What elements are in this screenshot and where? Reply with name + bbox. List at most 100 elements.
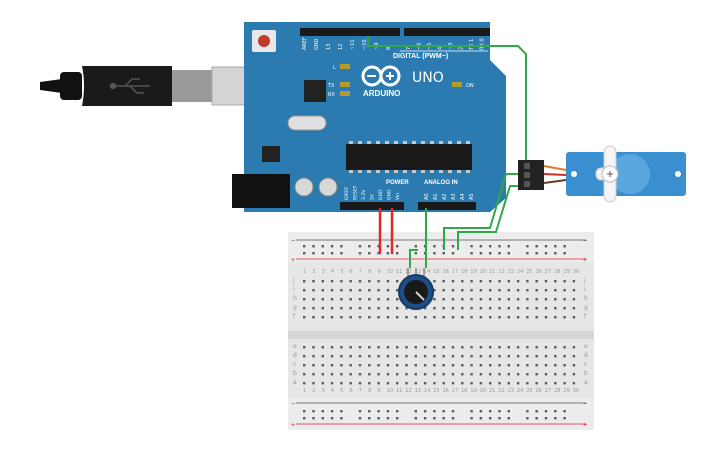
breadboard-hole[interactable] <box>340 298 343 301</box>
breadboard-hole[interactable] <box>330 280 334 283</box>
breadboard-hole[interactable] <box>535 355 538 358</box>
breadboard-hole[interactable] <box>368 355 371 358</box>
breadboard-hole[interactable] <box>442 307 445 310</box>
breadboard-hole[interactable] <box>489 346 492 349</box>
breadboard-hole[interactable] <box>340 346 343 349</box>
breadboard-hole[interactable] <box>572 355 576 358</box>
breadboard-hole[interactable] <box>470 417 473 420</box>
breadboard-hole[interactable] <box>554 316 557 319</box>
breadboard-hole[interactable] <box>312 346 315 349</box>
breadboard-hole[interactable] <box>396 316 399 319</box>
breadboard-hole[interactable] <box>368 298 371 301</box>
breadboard-hole[interactable] <box>461 307 464 310</box>
breadboard-hole[interactable] <box>563 382 566 385</box>
breadboard-hole[interactable] <box>489 316 492 319</box>
breadboard-hole[interactable] <box>479 364 483 367</box>
breadboard-hole[interactable] <box>470 280 473 283</box>
breadboard-hole[interactable] <box>349 355 352 358</box>
breadboard-hole[interactable] <box>433 364 436 367</box>
breadboard-hole[interactable] <box>312 298 315 301</box>
breadboard-hole[interactable] <box>516 298 520 301</box>
breadboard-hole[interactable] <box>470 355 473 358</box>
breadboard-hole[interactable] <box>386 417 390 420</box>
breadboard-hole[interactable] <box>451 373 455 376</box>
breadboard-hole[interactable] <box>312 316 315 319</box>
breadboard-hole[interactable] <box>368 252 371 255</box>
breadboard-hole[interactable] <box>358 245 362 248</box>
breadboard-hole[interactable] <box>396 364 399 367</box>
breadboard-hole[interactable] <box>386 316 390 319</box>
breadboard-hole[interactable] <box>461 298 464 301</box>
breadboard-hole[interactable] <box>321 280 324 283</box>
breadboard-hole[interactable] <box>358 364 362 367</box>
breadboard-hole[interactable] <box>535 346 538 349</box>
breadboard-hole[interactable] <box>358 316 362 319</box>
breadboard-hole[interactable] <box>526 417 529 420</box>
breadboard-hole[interactable] <box>544 252 548 255</box>
breadboard-hole[interactable] <box>442 289 445 292</box>
breadboard-hole[interactable] <box>507 252 510 255</box>
breadboard-hole[interactable] <box>368 245 371 248</box>
breadboard-hole[interactable] <box>368 417 371 420</box>
breadboard-hole[interactable] <box>544 373 548 376</box>
breadboard-hole[interactable] <box>396 245 399 248</box>
breadboard-hole[interactable] <box>303 346 306 349</box>
breadboard-hole[interactable] <box>563 410 566 413</box>
breadboard-hole[interactable] <box>368 410 371 413</box>
breadboard-hole[interactable] <box>396 307 399 310</box>
breadboard-hole[interactable] <box>358 373 362 376</box>
breadboard-hole[interactable] <box>498 355 501 358</box>
breadboard-hole[interactable] <box>368 373 371 376</box>
breadboard-hole[interactable] <box>498 410 501 413</box>
breadboard-hole[interactable] <box>451 245 455 248</box>
breadboard-hole[interactable] <box>516 364 520 367</box>
breadboard-hole[interactable] <box>414 252 417 255</box>
breadboard-hole[interactable] <box>451 307 455 310</box>
breadboard-hole[interactable] <box>479 355 483 358</box>
breadboard-hole[interactable] <box>442 382 445 385</box>
breadboard-hole[interactable] <box>461 289 464 292</box>
breadboard-hole[interactable] <box>358 280 362 283</box>
breadboard-hole[interactable] <box>526 410 529 413</box>
breadboard-hole[interactable] <box>330 289 334 292</box>
breadboard-hole[interactable] <box>386 373 390 376</box>
breadboard-hole[interactable] <box>386 298 390 301</box>
breadboard-hole[interactable] <box>451 364 455 367</box>
breadboard-hole[interactable] <box>358 355 362 358</box>
breadboard-hole[interactable] <box>489 417 492 420</box>
breadboard-hole[interactable] <box>479 382 483 385</box>
breadboard-hole[interactable] <box>321 289 324 292</box>
breadboard-hole[interactable] <box>451 252 455 255</box>
breadboard-hole[interactable] <box>414 316 417 319</box>
breadboard-hole[interactable] <box>554 410 557 413</box>
breadboard-hole[interactable] <box>507 280 510 283</box>
breadboard-hole[interactable] <box>535 417 538 420</box>
breadboard-hole[interactable] <box>377 316 380 319</box>
breadboard-hole[interactable] <box>451 289 455 292</box>
breadboard-hole[interactable] <box>340 410 343 413</box>
breadboard-hole[interactable] <box>303 280 306 283</box>
breadboard-hole[interactable] <box>554 245 557 248</box>
breadboard-hole[interactable] <box>330 307 334 310</box>
breadboard-hole[interactable] <box>349 382 352 385</box>
breadboard-hole[interactable] <box>405 355 408 358</box>
breadboard-hole[interactable] <box>442 280 445 283</box>
breadboard-hole[interactable] <box>442 417 445 420</box>
breadboard-hole[interactable] <box>489 410 492 413</box>
breadboard-hole[interactable] <box>330 364 334 367</box>
breadboard-hole[interactable] <box>526 364 529 367</box>
breadboard-hole[interactable] <box>479 417 483 420</box>
breadboard-hole[interactable] <box>563 316 566 319</box>
breadboard-hole[interactable] <box>516 307 520 310</box>
breadboard-hole[interactable] <box>377 307 380 310</box>
breadboard-hole[interactable] <box>572 316 576 319</box>
breadboard-hole[interactable] <box>405 307 408 310</box>
breadboard-hole[interactable] <box>368 307 371 310</box>
breadboard-hole[interactable] <box>433 316 436 319</box>
breadboard-hole[interactable] <box>470 307 473 310</box>
breadboard-hole[interactable] <box>303 373 306 376</box>
breadboard-hole[interactable] <box>563 252 566 255</box>
breadboard-hole[interactable] <box>554 307 557 310</box>
breadboard-hole[interactable] <box>303 382 306 385</box>
breadboard-hole[interactable] <box>312 410 315 413</box>
